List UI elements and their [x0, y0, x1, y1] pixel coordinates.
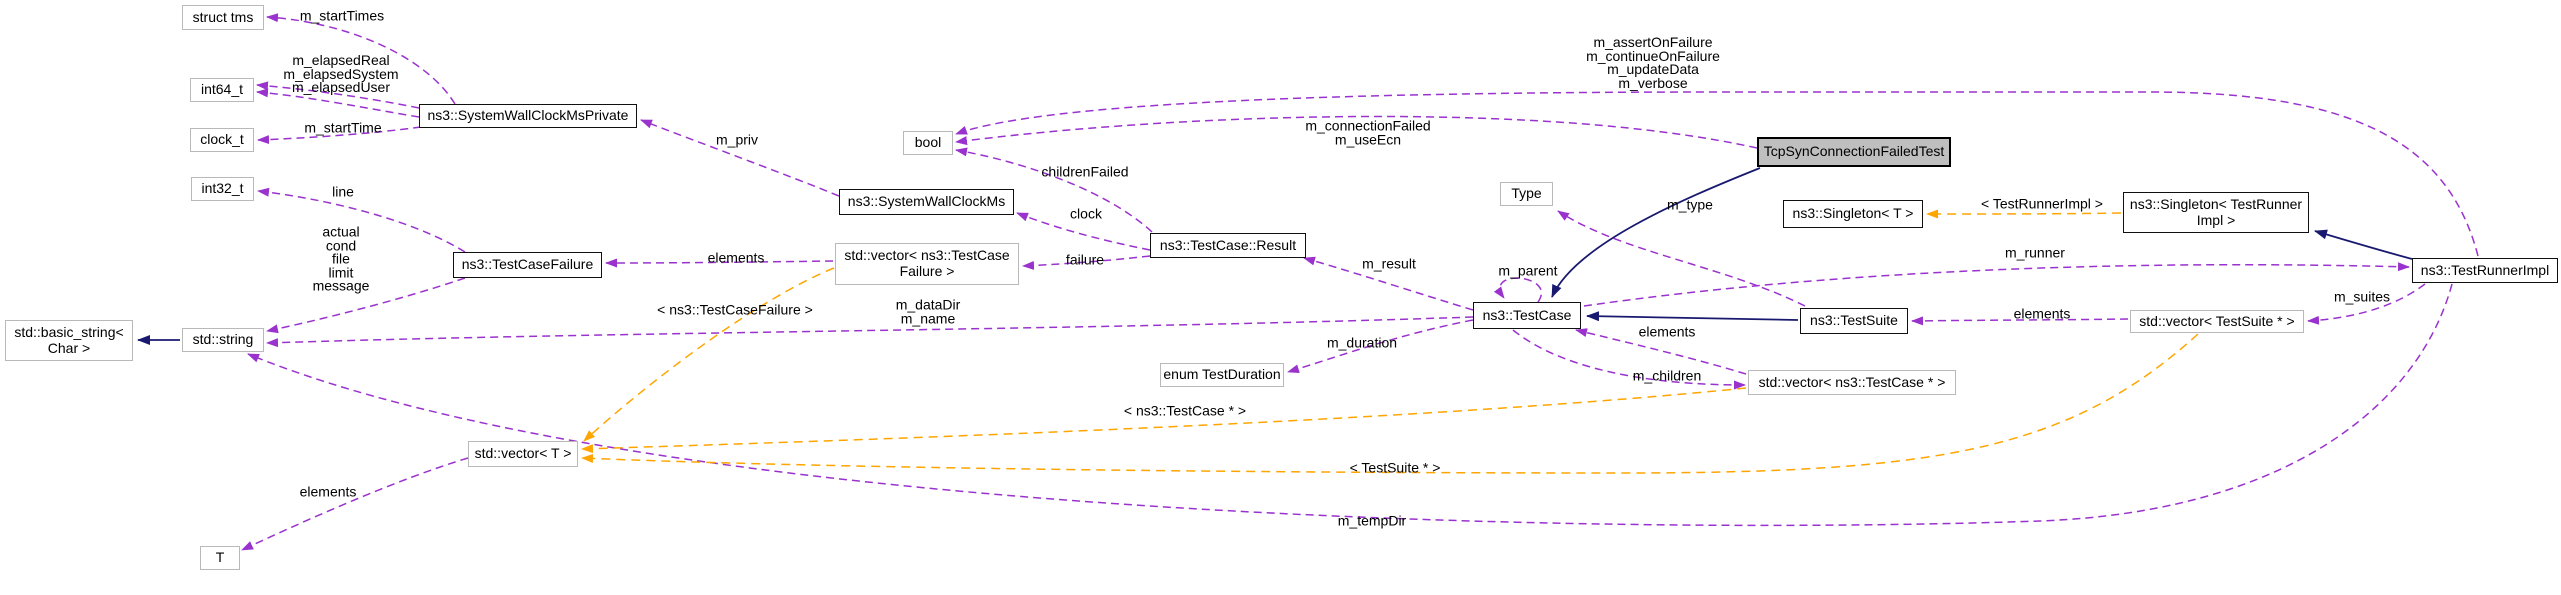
edge-label-m-runner: m_runner — [2005, 244, 2065, 261]
node-t[interactable]: T — [200, 546, 240, 570]
edge-label-childrenFailed: childrenFailed — [1041, 163, 1129, 180]
edge-label-template-test-case-failure: < ns3::TestCaseFailure > — [657, 301, 813, 318]
node-vector-test-case-failure[interactable]: std::vector< ns3::TestCase Failure > — [835, 243, 1019, 285]
node-struct-tms[interactable]: struct tms — [182, 5, 264, 30]
edge-clock — [1016, 212, 1151, 251]
edge-m-startTime — [257, 126, 422, 145]
edge-label-m-children: m_children — [1632, 367, 1702, 384]
edge-m-runner — [1583, 262, 2410, 307]
edge-label-m-result: m_result — [1362, 255, 1416, 272]
edge-label-m-tempDir: m_tempDir — [1337, 512, 1407, 529]
edge-childrenFailed — [955, 147, 1153, 233]
edge-elements-failure — [605, 258, 834, 268]
edge-elements-t — [241, 457, 469, 551]
node-singleton-t[interactable]: ns3::Singleton< T > — [1783, 200, 1923, 228]
edge-failure — [1022, 255, 1151, 270]
node-enum-test-duration[interactable]: enum TestDuration — [1160, 363, 1284, 387]
edge-failure-fields — [266, 277, 466, 334]
edge-label-m-priv: m_priv — [715, 131, 759, 148]
node-vector-test-suite-ptr[interactable]: std::vector< TestSuite * > — [2130, 310, 2304, 333]
edge-elements-test-suite — [1911, 316, 2129, 326]
edge-m-priv — [640, 119, 840, 197]
edge-line — [257, 187, 466, 253]
edge-m-tempDir — [247, 283, 2453, 527]
node-type[interactable]: Type — [1500, 182, 1553, 206]
node-bool[interactable]: bool — [903, 131, 953, 155]
edge-m-elapsed-a — [256, 81, 420, 109]
node-test-runner-impl[interactable]: ns3::TestRunnerImpl — [2412, 258, 2558, 283]
node-test-suite[interactable]: ns3::TestSuite — [1800, 308, 1908, 334]
edge-m-startTimes — [266, 13, 456, 105]
edge-m-connectionFailed — [955, 115, 1758, 149]
edge-label-template-test-case-ptr: < ns3::TestCase * > — [1123, 402, 1247, 419]
edge-m-result — [1303, 256, 1474, 311]
edge-m-parent-self-loop — [1493, 277, 1542, 303]
edge-m-duration — [1287, 319, 1474, 374]
node-clock-t[interactable]: clock_t — [190, 128, 254, 152]
edge-label-failure: failure — [1065, 251, 1105, 268]
node-vector-test-case-ptr[interactable]: std::vector< ns3::TestCase * > — [1748, 370, 1956, 395]
edge-label-line: line — [332, 183, 354, 200]
node-system-wall-clock-ms[interactable]: ns3::SystemWallClockMs — [839, 189, 1014, 215]
edge-label-elements-failure: elements — [707, 249, 765, 266]
edge-m-type — [1557, 210, 1806, 307]
edge-label-elements-t: elements — [299, 483, 357, 500]
edge-label-m-parent: m_parent — [1498, 262, 1558, 279]
edge-label-clock: clock — [1070, 205, 1102, 222]
edge-label-m-dataDir-m-name: m_dataDir m_name — [895, 296, 961, 326]
edge-template-test-runner-impl — [1926, 209, 2122, 219]
node-std-string[interactable]: std::string — [182, 328, 264, 352]
edge-label-m-suites: m_suites — [2333, 288, 2391, 305]
edge-label-elements-test-suite: elements — [2013, 305, 2071, 322]
edge-label-template-test-runner-impl: < TestRunnerImpl > — [1981, 195, 2103, 212]
edge-m-children — [1512, 329, 1746, 390]
edge-label-elements-test-case: elements — [1638, 323, 1696, 340]
node-test-case[interactable]: ns3::TestCase — [1473, 302, 1581, 329]
edge-elements-test-case — [1575, 328, 1747, 375]
node-system-wall-clock-ms-private[interactable]: ns3::SystemWallClockMsPrivate — [419, 104, 637, 128]
node-int64-t[interactable]: int64_t — [190, 78, 254, 102]
edge-label-m-connectionFailed: m_connectionFailed m_useEcn — [1305, 117, 1431, 147]
node-basic-string[interactable]: std::basic_string< Char > — [5, 320, 133, 361]
node-tcp-syn-connection-failed-test[interactable]: TcpSynConnectionFailedTest — [1757, 137, 1951, 167]
edge-inherit-tcpsyn-testcase — [1551, 167, 1761, 298]
edge-template-test-suite-ptr — [581, 333, 2199, 474]
edge-label-m-type: m_type — [1667, 196, 1713, 213]
edge-m-elapsed-b — [256, 88, 420, 118]
node-vector-t[interactable]: std::vector< T > — [468, 441, 578, 467]
edge-label-template-test-suite-ptr: < TestSuite * > — [1349, 459, 1441, 476]
edge-label-failure-fields: actual cond file limit message — [312, 223, 370, 294]
edge-template-test-case-ptr — [581, 387, 1747, 454]
edge-label-m-flags: m_assertOnFailure m_continueOnFailure m_… — [1586, 34, 1720, 91]
edge-inherit-testsuite-testcase — [1586, 311, 1799, 322]
edge-m-dataDir-m-name — [266, 316, 1474, 348]
edge-inherit-runner-singleton — [2314, 229, 2413, 260]
edge-m-suites — [2307, 283, 2426, 325]
edge-template-test-case-failure — [583, 267, 835, 442]
edge-label-m-duration: m_duration — [1326, 334, 1398, 351]
edge-label-m-startTimes: m_startTimes — [299, 7, 385, 24]
edge-label-m-elapsed: m_elapsedReal m_elapsedSystem m_elapsedU… — [283, 51, 399, 95]
edge-m-flags — [955, 91, 2479, 257]
node-singleton-test-runner-impl[interactable]: ns3::Singleton< TestRunner Impl > — [2123, 192, 2309, 233]
node-test-case-failure[interactable]: ns3::TestCaseFailure — [453, 252, 602, 278]
edge-label-m-startTime: m_startTime — [304, 119, 382, 136]
node-test-case-result[interactable]: ns3::TestCase::Result — [1150, 233, 1306, 258]
node-int32-t[interactable]: int32_t — [191, 177, 254, 201]
